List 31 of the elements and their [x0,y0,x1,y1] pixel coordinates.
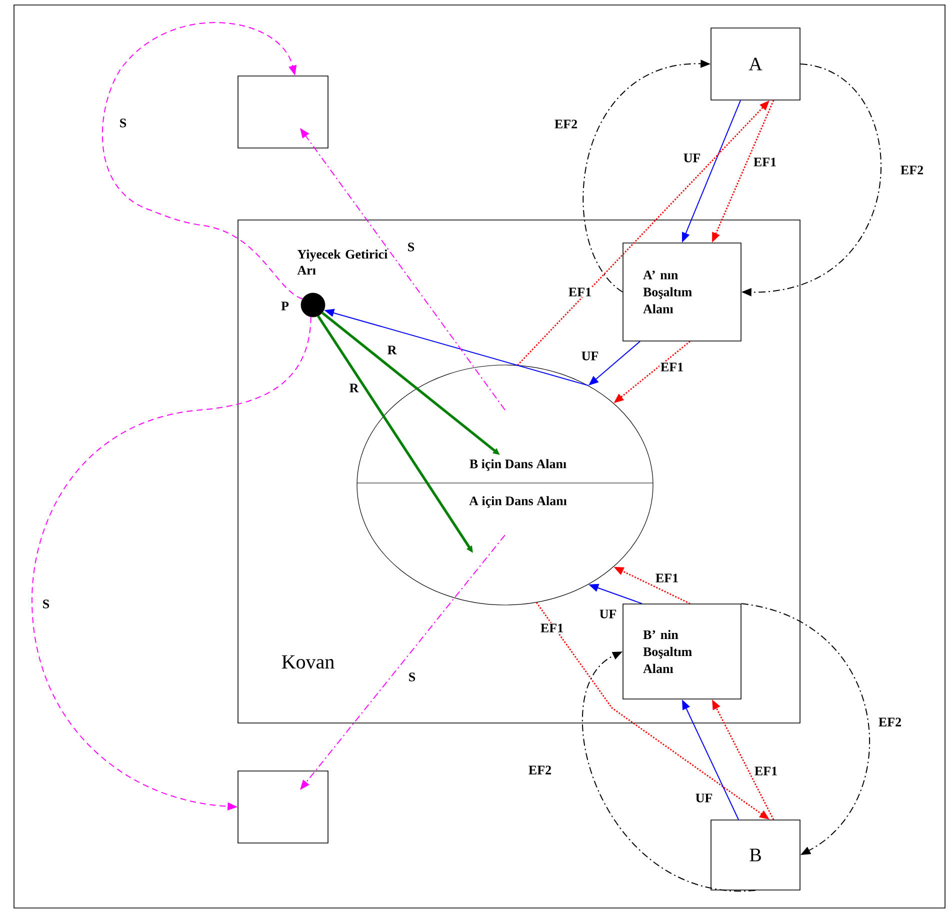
edge-label: UF [682,152,702,164]
location-box: B [710,820,800,890]
edge-label: EF1 [654,572,680,584]
arrow [102,22,303,300]
edge-label: EF1 [752,156,778,168]
edge-label: UF [598,608,618,620]
edge-label: R [386,344,398,356]
bee-dot [300,292,326,318]
edge-label: EF2 [877,716,903,728]
empty-box [238,770,328,844]
edge-label: EF1 [753,766,779,776]
location-box: A [710,28,800,100]
edge-label: S [118,118,128,128]
edge-label: EF2 [899,164,925,176]
arrow [740,603,870,855]
empty-box [238,76,328,148]
edge-label: EF1 [567,286,593,298]
bee-label: P [281,302,289,310]
edge-label: S [407,672,417,682]
edge-label: UF [694,792,714,804]
unloading-area-box: B’ nin Boşaltım Alanı [622,604,742,700]
edge-label: S [41,598,51,610]
unloading-area-box: A’ nın Boşaltım Alanı [622,242,742,342]
edge-label: UF [580,350,600,362]
edge-label: EF2 [527,764,553,776]
edge-label: EF1 [659,362,685,372]
edge-label: EF1 [539,622,565,634]
edge-label: EF2 [553,118,579,130]
arrow [582,652,756,891]
edge-label: S [406,242,416,252]
bee-caption: Yiyecek Getirici Arı [297,250,388,275]
